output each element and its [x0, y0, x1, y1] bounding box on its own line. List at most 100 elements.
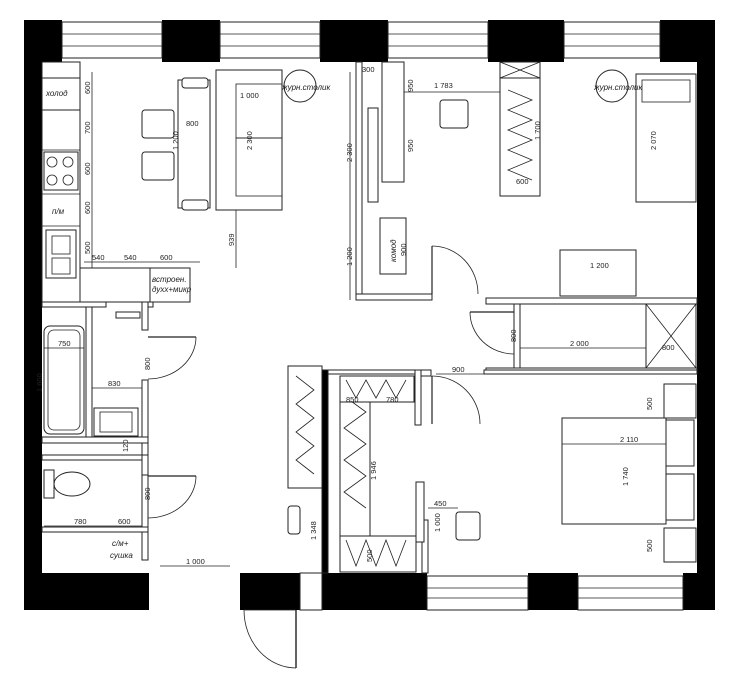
- washer-label-2: сушка: [110, 551, 133, 560]
- wardrobe-column: [381, 61, 405, 183]
- desk-chair: [455, 511, 481, 541]
- svg-text:600: 600: [83, 201, 92, 214]
- entry-wardrobe: [287, 365, 323, 489]
- svg-text:830: 830: [108, 379, 121, 388]
- svg-text:800: 800: [186, 119, 199, 128]
- toilet-icon: [53, 471, 91, 497]
- wardrobe: [499, 77, 541, 197]
- svg-text:700: 700: [83, 121, 92, 134]
- window-top-4: [563, 21, 661, 59]
- window-top-3: [387, 21, 489, 59]
- fridge: [41, 77, 81, 111]
- wc: 800 780 600 с/м+ сушка: [43, 469, 152, 560]
- work-chair: [439, 99, 469, 129]
- svg-text:2 110: 2 110: [620, 435, 638, 444]
- coffee-table-2: [595, 69, 629, 103]
- bathtub: [43, 325, 85, 435]
- chairs: [141, 77, 209, 211]
- bench: [287, 505, 301, 535]
- center-storage: комод 300 950 1 783 950 2 300 1 200 900: [345, 61, 500, 300]
- svg-text:750: 750: [58, 339, 71, 348]
- svg-text:500: 500: [645, 539, 654, 552]
- svg-text:1 200: 1 200: [171, 131, 180, 150]
- wardrobe-hangers-icon: [506, 89, 534, 181]
- svg-text:1 000: 1 000: [433, 513, 442, 532]
- svg-text:600: 600: [83, 162, 92, 175]
- svg-text:600: 600: [160, 253, 173, 262]
- door-wc: [147, 475, 197, 519]
- door-living: [431, 245, 479, 295]
- cooktop-icon: [43, 151, 79, 191]
- hall-closet: 800 2 000 800 900: [436, 303, 697, 375]
- dresser-label: комод: [389, 239, 398, 262]
- svg-text:2 070: 2 070: [649, 131, 658, 150]
- svg-text:1 783: 1 783: [434, 81, 453, 90]
- kitchen: холод п/м встроен. духх+микр: [41, 61, 192, 319]
- svg-text:500: 500: [83, 241, 92, 254]
- pillow-top: [665, 419, 695, 467]
- svg-text:500: 500: [645, 397, 654, 410]
- svg-text:1 600: 1 600: [35, 373, 44, 392]
- tv-icon: [367, 107, 379, 203]
- svg-text:800: 800: [509, 329, 518, 342]
- svg-text:1 700: 1 700: [533, 121, 542, 140]
- coffee-table-1-label: журн.столик: [281, 83, 331, 92]
- window-bottom-2: [577, 575, 684, 611]
- svg-text:120: 120: [121, 439, 130, 452]
- window-bottom-1: [426, 575, 529, 611]
- builtin-label-2: духх+микр: [152, 285, 192, 294]
- svg-text:1 740: 1 740: [621, 467, 630, 486]
- svg-text:800: 800: [662, 343, 675, 352]
- sink-icon: [45, 229, 77, 279]
- svg-text:1 200: 1 200: [345, 247, 354, 266]
- toilet-tank: [43, 469, 55, 499]
- door-bedroom: [431, 375, 481, 425]
- door-bath: [147, 336, 197, 380]
- svg-text:800: 800: [143, 487, 152, 500]
- single-bed: [635, 73, 697, 203]
- pillow-bottom: [665, 473, 695, 521]
- double-bed: [561, 417, 667, 525]
- svg-text:780: 780: [74, 517, 87, 526]
- svg-text:939: 939: [227, 233, 236, 246]
- desk-bedroom: [415, 481, 425, 543]
- dishwasher-label: п/м: [52, 207, 65, 216]
- washbasin: [93, 407, 139, 437]
- svg-text:1 200: 1 200: [590, 261, 609, 270]
- nightstand-bottom: [663, 527, 697, 563]
- svg-text:800: 800: [143, 357, 152, 370]
- fridge-label: холод: [45, 89, 68, 98]
- svg-text:2 300: 2 300: [345, 143, 354, 162]
- svg-text:450: 450: [434, 499, 447, 508]
- svg-text:500: 500: [365, 549, 374, 562]
- coffee-table-2-label: журн.столик: [593, 83, 643, 92]
- dining-table: [177, 79, 211, 209]
- towel-rail: [115, 311, 141, 319]
- washer-label: с/м+: [112, 539, 129, 548]
- windows: [61, 21, 684, 611]
- svg-text:1 000: 1 000: [186, 557, 205, 566]
- svg-text:300: 300: [362, 65, 375, 74]
- svg-text:540: 540: [92, 253, 105, 262]
- doors: [147, 245, 515, 519]
- svg-text:540: 540: [124, 253, 137, 262]
- entry-area: 1 000 1 348: [160, 365, 323, 567]
- window-top-1: [61, 21, 163, 59]
- bedroom: 450 1 000 500 2 110 500 1 740 500: [365, 383, 697, 563]
- corner-counter: [79, 267, 151, 303]
- builtin-label: встроен.: [152, 275, 187, 284]
- svg-text:600: 600: [83, 81, 92, 94]
- kitchen-dimensions: 600 700 600 600 500 540 540 600: [83, 72, 200, 268]
- svg-text:600: 600: [118, 517, 131, 526]
- wardrobe-bottom: [339, 535, 417, 573]
- svg-text:950: 950: [406, 79, 415, 92]
- interior-walls: [41, 61, 698, 574]
- coffee-table-1: [283, 69, 317, 103]
- exterior-walls: [24, 20, 715, 610]
- room-top-right: 1 700 600 журн.столик 2 070 1 200: [499, 61, 697, 297]
- svg-text:1 348: 1 348: [309, 521, 318, 540]
- builtin-oven: [149, 267, 191, 303]
- svg-text:1 000: 1 000: [240, 91, 259, 100]
- living-area: журн.столик 800 1 200 1 000 2 300 939: [141, 69, 331, 268]
